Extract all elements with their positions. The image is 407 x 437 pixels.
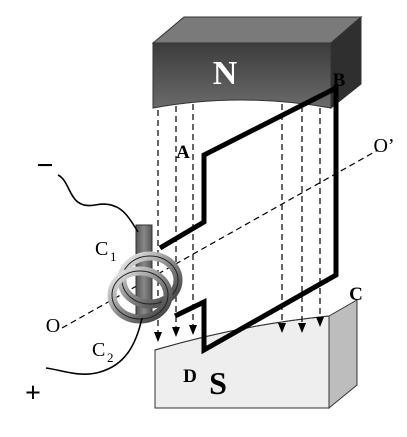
- corner-label-c: C: [349, 284, 363, 305]
- negative-terminal: −: [36, 149, 53, 182]
- south-pole-label: S: [209, 365, 227, 401]
- north-pole-label: N: [213, 55, 238, 92]
- magnetic-field-lines: [157, 104, 321, 335]
- corner-label-a: A: [176, 142, 190, 163]
- positive-terminal: +: [25, 378, 41, 409]
- south-magnet: [154, 299, 358, 410]
- lead-wires: [45, 174, 143, 375]
- ring-label-c1: C 1: [95, 238, 117, 264]
- coil: [158, 83, 339, 355]
- field-line-arrowheads: [154, 317, 324, 342]
- axis-label-o-prime: O’: [373, 135, 394, 157]
- axis-label-o: O: [46, 315, 60, 337]
- north-magnet: [151, 15, 363, 110]
- svg-text:1: 1: [110, 249, 117, 264]
- ring-label-c2: C 2: [92, 339, 114, 365]
- corner-label-b: B: [333, 70, 346, 91]
- svg-text:C: C: [92, 339, 105, 361]
- corner-label-d: D: [183, 366, 197, 387]
- svg-text:2: 2: [107, 350, 114, 365]
- svg-text:C: C: [95, 238, 108, 260]
- slip-rings: [107, 251, 183, 324]
